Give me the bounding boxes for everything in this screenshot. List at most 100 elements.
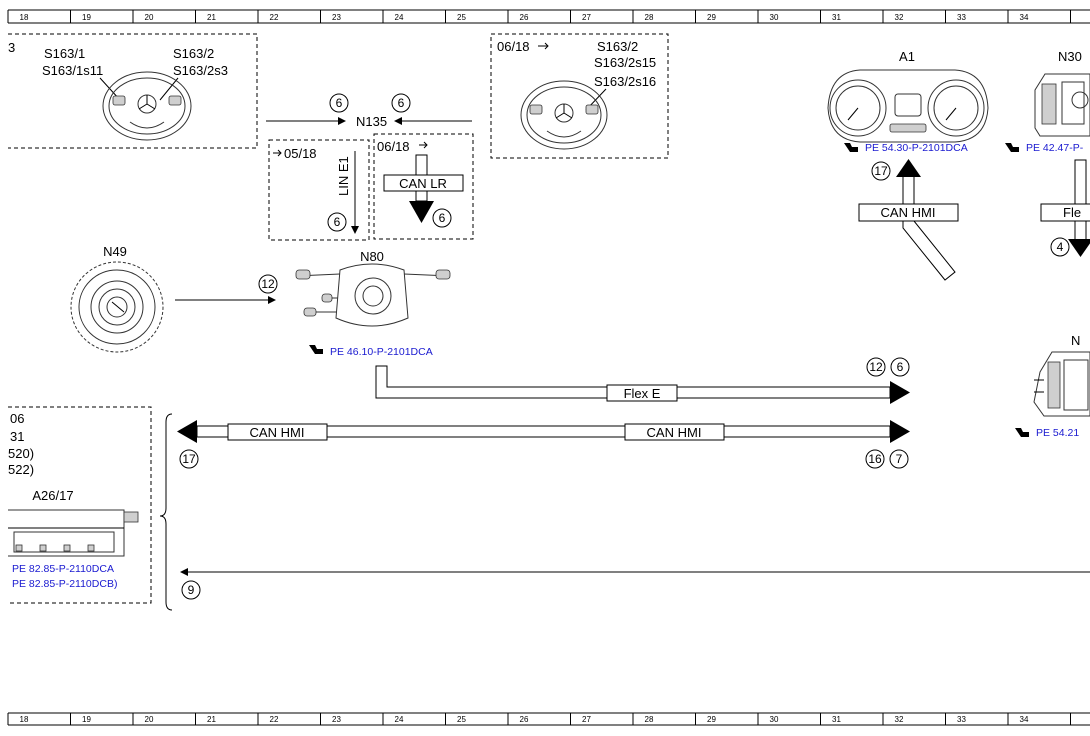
top-ruler-number: 32 bbox=[895, 13, 904, 22]
bottom-ruler-number: 18 bbox=[20, 715, 29, 724]
bottom-ruler-number: 29 bbox=[707, 715, 716, 724]
a26-17-label: A26/17 bbox=[32, 488, 73, 503]
steering-wheel-left-icon bbox=[102, 71, 192, 141]
bottom-ruler-number: 21 bbox=[207, 715, 216, 724]
n49-group: N49 12 bbox=[70, 244, 278, 353]
n49-label: N49 bbox=[103, 244, 127, 259]
top-ruler-number: 26 bbox=[520, 13, 529, 22]
bottom-ruler-number: 31 bbox=[832, 715, 841, 724]
top-ruler-number: 21 bbox=[207, 13, 216, 22]
signal-9-arrow: 9 bbox=[180, 568, 1090, 600]
top-ruler-number: 27 bbox=[582, 13, 591, 22]
bottom-ruler-number: 30 bbox=[770, 715, 779, 724]
top-ruler-number: 29 bbox=[707, 13, 716, 22]
n30-module-icon bbox=[1034, 73, 1090, 137]
a1-label: A1 bbox=[899, 49, 915, 64]
reference-hand-icon-n30 bbox=[1005, 143, 1019, 152]
a26-17-module-icon bbox=[8, 509, 139, 557]
can-hmi-bus: CAN HMI CAN HMI 17 16 7 bbox=[177, 420, 910, 469]
n135-label: N135 bbox=[356, 114, 387, 129]
top-ruler-number: 25 bbox=[457, 13, 466, 22]
can-lr-date: 06/18 bbox=[377, 139, 410, 154]
top-ruler-number: 34 bbox=[1020, 13, 1029, 22]
label-s163-1s11: S163/1s11 bbox=[42, 63, 103, 78]
n80-group: N80 PE 46.10-P-2101DCA bbox=[295, 249, 451, 358]
right-steering-wheel-group: 06/18 S163/2 S163/2s15 S163/2s16 bbox=[490, 33, 669, 159]
right-module-label: N bbox=[1071, 333, 1080, 348]
a26-17-group: 06 31 520) 522) A26/17 PE 82.85-P-2110DC… bbox=[8, 406, 152, 604]
bottom-ruler-number: 26 bbox=[520, 715, 529, 724]
left-group-partial-label: 3 bbox=[8, 40, 15, 55]
n80-reference: PE 46.10-P-2101DCA bbox=[330, 346, 433, 358]
top-ruler-number: 20 bbox=[145, 13, 154, 22]
a26-line-3: 520) bbox=[8, 446, 34, 461]
top-ruler-number: 24 bbox=[395, 13, 404, 22]
top-ruler-number: 19 bbox=[82, 13, 91, 22]
circle-6-a: 6 bbox=[336, 96, 343, 110]
n30-bus-label: Fle bbox=[1063, 205, 1081, 220]
reference-hand-icon-right-module bbox=[1015, 428, 1029, 437]
top-ruler-number: 23 bbox=[332, 13, 341, 22]
can-hmi-left-label: CAN HMI bbox=[250, 425, 305, 440]
left-steering-wheel-group: 3 S163/1 S163/1s11 S163/2 S163/2s3 bbox=[8, 33, 258, 149]
bottom-ruler-number: 23 bbox=[332, 715, 341, 724]
bottom-ruler-number: 27 bbox=[582, 715, 591, 724]
a1-reference: PE 54.30-P-2101DCA bbox=[865, 142, 968, 154]
bottom-ruler-number: 25 bbox=[457, 715, 466, 724]
n80-steering-column-module-icon bbox=[295, 263, 451, 327]
circle-12-flex: 12 bbox=[869, 360, 883, 374]
label-s163-2-right: S163/2 bbox=[597, 39, 638, 54]
circle-6-flex: 6 bbox=[897, 360, 904, 374]
circle-16: 16 bbox=[868, 452, 882, 466]
bottom-ruler-number: 24 bbox=[395, 715, 404, 724]
bottom-ruler-number: 22 bbox=[270, 715, 279, 724]
right-module-reference: PE 54.21 bbox=[1036, 427, 1079, 439]
n30-label: N30 bbox=[1058, 49, 1082, 64]
can-lr-label: CAN LR bbox=[399, 176, 447, 191]
circle-12-n49: 12 bbox=[261, 277, 275, 291]
a26-reference-2: PE 82.85-P-2110DCB) bbox=[12, 578, 117, 590]
a26-line-2: 31 bbox=[10, 429, 24, 444]
right-wheel-date: 06/18 bbox=[497, 39, 530, 54]
top-ruler-number: 30 bbox=[770, 13, 779, 22]
steering-wheel-right-icon bbox=[520, 80, 608, 150]
n30-group: N30 PE 42.47-P- Fle 4 bbox=[1005, 49, 1090, 257]
circle-6-lin: 6 bbox=[334, 215, 341, 229]
right-module-icon bbox=[1033, 351, 1090, 417]
instrument-cluster-icon bbox=[827, 69, 989, 143]
label-s163-2s15: S163/2s15 bbox=[594, 55, 656, 70]
a1-group: A1 PE 54.30-P-2101DCA CAN HMI 17 bbox=[827, 49, 989, 281]
right-module-group: N PE 54.21 bbox=[1015, 333, 1090, 439]
top-ruler-number: 31 bbox=[832, 13, 841, 22]
flex-e-bus: Flex E 12 6 bbox=[375, 357, 910, 404]
n49-sensor-icon bbox=[70, 261, 164, 353]
top-ruler-number: 18 bbox=[20, 13, 29, 22]
bottom-ruler-number: 20 bbox=[145, 715, 154, 724]
top-ruler-number: 28 bbox=[645, 13, 654, 22]
a26-line-1: 06 bbox=[10, 411, 24, 426]
a26-line-4: 522) bbox=[8, 462, 34, 477]
circle-4-n30: 4 bbox=[1057, 240, 1064, 254]
circle-7: 7 bbox=[896, 452, 903, 466]
circle-17-left: 17 bbox=[182, 452, 196, 466]
label-s163-2s3: S163/2s3 bbox=[173, 63, 228, 78]
bottom-ruler-number: 32 bbox=[895, 715, 904, 724]
a26-reference-1: PE 82.85-P-2110DCA bbox=[12, 563, 114, 575]
left-brace bbox=[159, 413, 173, 611]
label-s163-2s16: S163/2s16 bbox=[594, 74, 656, 89]
bottom-ruler-number: 33 bbox=[957, 715, 966, 724]
n80-label: N80 bbox=[360, 249, 384, 264]
circle-9: 9 bbox=[188, 583, 195, 597]
label-s163-2: S163/2 bbox=[173, 46, 214, 61]
circle-17-a1: 17 bbox=[874, 164, 888, 178]
circle-6-can: 6 bbox=[439, 211, 446, 225]
n135-group: 6 6 N135 05/18 LIN E1 6 06/18 CAN LR 6 bbox=[266, 93, 474, 241]
label-s163-1: S163/1 bbox=[44, 46, 85, 61]
bottom-ruler-number: 28 bbox=[645, 715, 654, 724]
a1-can-hmi-label: CAN HMI bbox=[881, 205, 936, 220]
can-hmi-right-label: CAN HMI bbox=[647, 425, 702, 440]
reference-hand-icon-n80 bbox=[309, 345, 323, 354]
